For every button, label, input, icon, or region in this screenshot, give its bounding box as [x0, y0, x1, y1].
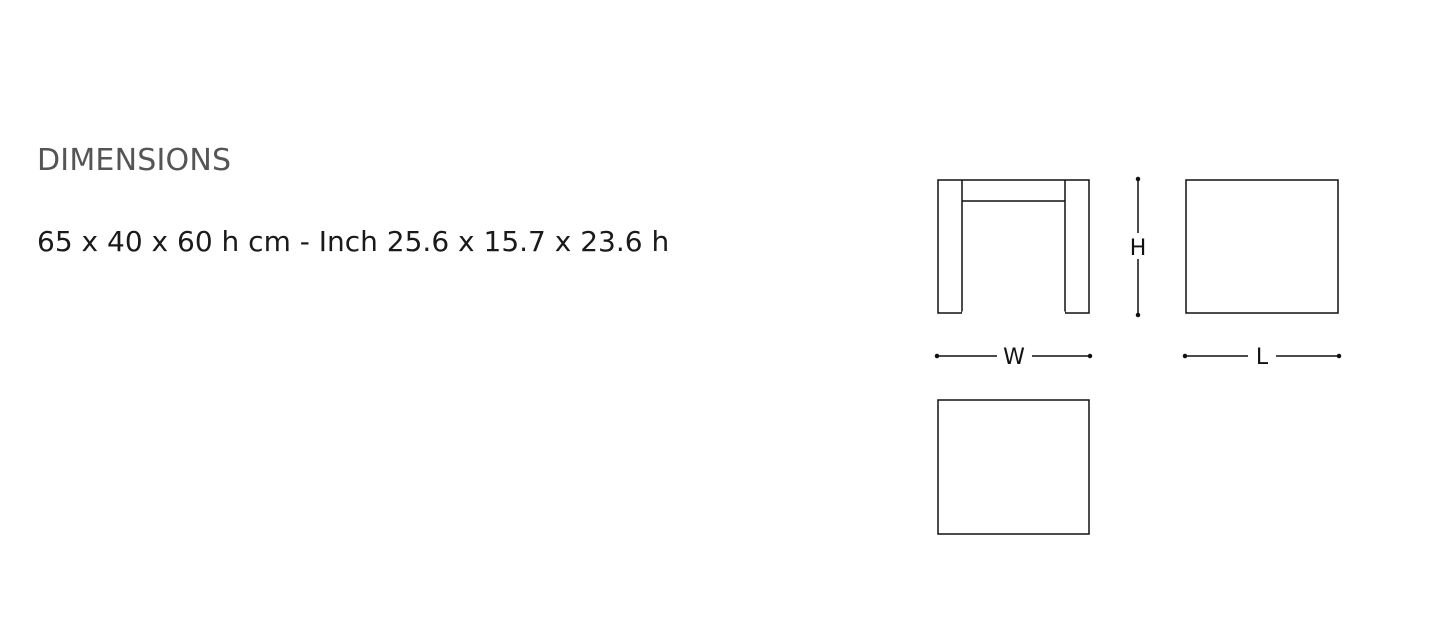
section-heading: DIMENSIONS	[37, 143, 232, 178]
width-label: W	[1003, 345, 1025, 370]
width-tick-right	[1087, 353, 1093, 359]
width-dimension	[934, 353, 1093, 359]
top-view	[937, 399, 1090, 535]
length-tick-left	[1182, 353, 1188, 359]
dimensions-text: 65 x 40 x 60 h cm - Inch 25.6 x 15.7 x 2…	[37, 225, 670, 258]
length-tick-right	[1336, 353, 1342, 359]
dimensions-drawing: H W L	[920, 165, 1360, 555]
side-view	[1185, 179, 1339, 314]
width-tick-left	[934, 353, 940, 359]
height-tick-top	[1135, 176, 1141, 182]
length-dimension	[1182, 353, 1342, 359]
front-view	[937, 179, 1090, 315]
height-tick-bottom	[1135, 312, 1141, 318]
length-label: L	[1256, 345, 1269, 370]
height-label: H	[1130, 236, 1147, 261]
height-dimension	[1135, 176, 1141, 318]
front-view-outline	[937, 179, 1090, 314]
dimensions-diagram-svg: H W L	[934, 176, 1342, 535]
